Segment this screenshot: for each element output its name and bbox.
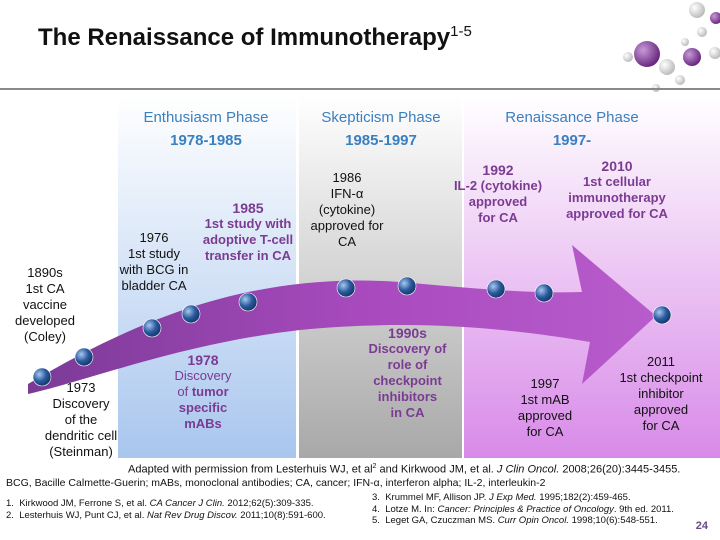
event-1978: 1978 Discovery of tumor specific mABs: [174, 352, 232, 431]
phase-enthusiasm-title: Enthusiasm Phase: [143, 109, 269, 126]
phase-skepticism-years: 1985-1997: [345, 132, 417, 149]
reference-item: 4. Lotze M. In: Cancer: Principles & Pra…: [372, 503, 674, 515]
title-divider: [0, 88, 720, 90]
reference-item: 2. Lesterhuis WJ, Punt CJ, et al. Nat Re…: [6, 509, 326, 521]
enthusiasm-band: [118, 96, 296, 458]
phase-enthusiasm-years: 1978-1985: [170, 132, 242, 149]
page-number: 24: [695, 520, 708, 532]
phase-renaissance-years: 1997-: [552, 132, 592, 149]
adapted-citation: Adapted with permission from Lesterhuis …: [128, 463, 681, 476]
abbreviations: BCG, Bacille Calmette-Guerin; mABs, mono…: [6, 477, 546, 489]
page-title: The Renaissance of Immunotherapy1-5: [38, 23, 472, 51]
references-right: 3. Krummel MF, Allison JP. J Exp Med. 19…: [372, 492, 674, 527]
phase-skepticism-title: Skepticism Phase: [321, 109, 441, 126]
reference-item: 5. Leget GA, Czuczman MS. Curr Opin Onco…: [372, 515, 658, 526]
reference-item: 3. Krummel MF, Allison JP. J Exp Med. 19…: [372, 492, 631, 503]
phase-renaissance-title: Renaissance Phase: [505, 109, 639, 126]
skepticism-band: [299, 96, 462, 458]
references-left: 1. Kirkwood JM, Ferrone S, et al. CA Can…: [6, 498, 326, 521]
decorative-circles-icon: [623, 2, 720, 92]
reference-item: 1. Kirkwood JM, Ferrone S, et al. CA Can…: [6, 498, 314, 509]
